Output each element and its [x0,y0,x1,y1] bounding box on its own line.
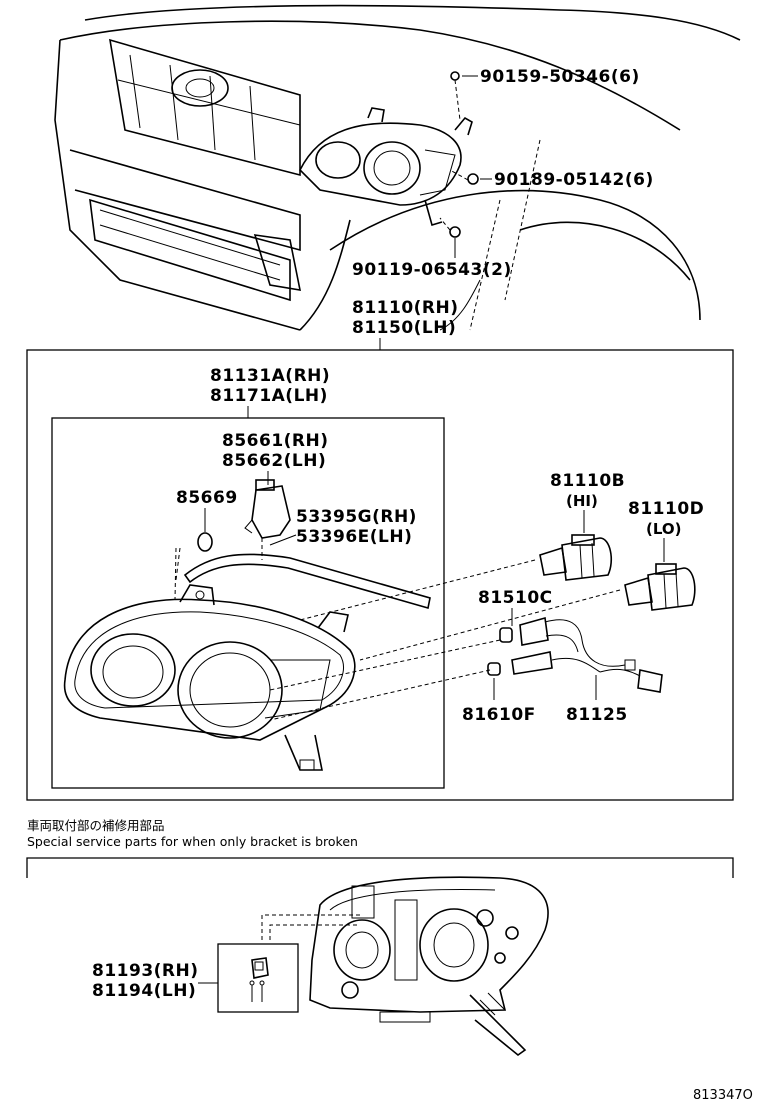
part-number-sub: (LO) [646,520,682,538]
vehicle-front-illustration [54,4,741,331]
part-number-text: 85661(RH) [222,431,329,451]
part-number-text: 85669 [176,488,238,508]
part-number-sub: (HI) [566,492,598,510]
headlamp-unit-illustration [63,584,356,771]
part-number-text: 81131A(RH) [210,366,330,386]
label-85669: 85669 [176,488,238,532]
socket-81610F [487,651,663,693]
label-85661-85662: 85661(RH) 85662(LH) [222,431,329,485]
label-90189-05142: 90189-05142(6) [480,170,654,190]
socket-81510C [499,616,626,667]
label-81610F: 81610F [462,678,536,725]
label-81110-81150: 81110(RH) 81150(LH) [352,298,459,350]
bracket-part-box [217,943,299,1013]
part-number-text: 81610F [462,705,536,725]
part-number-text: 53395G(RH) [296,507,417,527]
part-number-text: 81125 [566,705,628,725]
part-number-text: 90159-50346(6) [480,67,640,87]
unit-frame [51,417,445,789]
label-81510C: 81510C [478,588,553,626]
part-number-text: 81110B [550,471,625,491]
label-81193-81194: 81193(RH) 81194(LH) [92,961,218,1001]
figure-id: 813347O [693,1088,753,1103]
service-note-english: Special service parts for when only brac… [27,834,358,849]
bulb-lo [624,563,696,611]
part-number-text: 85662(LH) [222,451,326,471]
bracket-section-frame [26,857,734,878]
part-number-text: 90119-06543(2) [352,260,512,280]
part-number-text: 81510C [478,588,553,608]
part-number-text: 81110D [628,499,704,519]
part-number-text: 53396E(LH) [296,527,412,547]
label-90159-50346: 90159-50346(6) [462,67,640,87]
label-90119-06543: 90119-06543(2) [352,238,512,280]
label-53395G-53396E: 53395G(RH) 53396E(LH) [269,507,417,547]
assembly-frame [26,349,734,801]
label-81125: 81125 [566,675,628,725]
service-note-japanese: 車両取付部の補修用部品 [27,818,165,833]
leveling-actuator [244,479,291,560]
part-number-text: 81150(LH) [352,318,456,338]
part-number-text: 90189-05142(6) [494,170,654,190]
part-number-text: 81194(LH) [92,981,196,1001]
bracket-headlamp-rear-illustration [261,876,549,1057]
part-number-text: 81193(RH) [92,961,199,981]
seal-strip [175,547,431,610]
label-81110B: 81110B (HI) [550,471,625,533]
part-number-text: 81171A(LH) [210,386,328,406]
label-81110D: 81110D (LO) [628,499,704,562]
label-81131A-81171A: 81131A(RH) 81171A(LH) [210,366,330,418]
oring-85669 [197,532,213,552]
bulb-hi [539,534,612,581]
part-number-text: 81110(RH) [352,298,459,318]
